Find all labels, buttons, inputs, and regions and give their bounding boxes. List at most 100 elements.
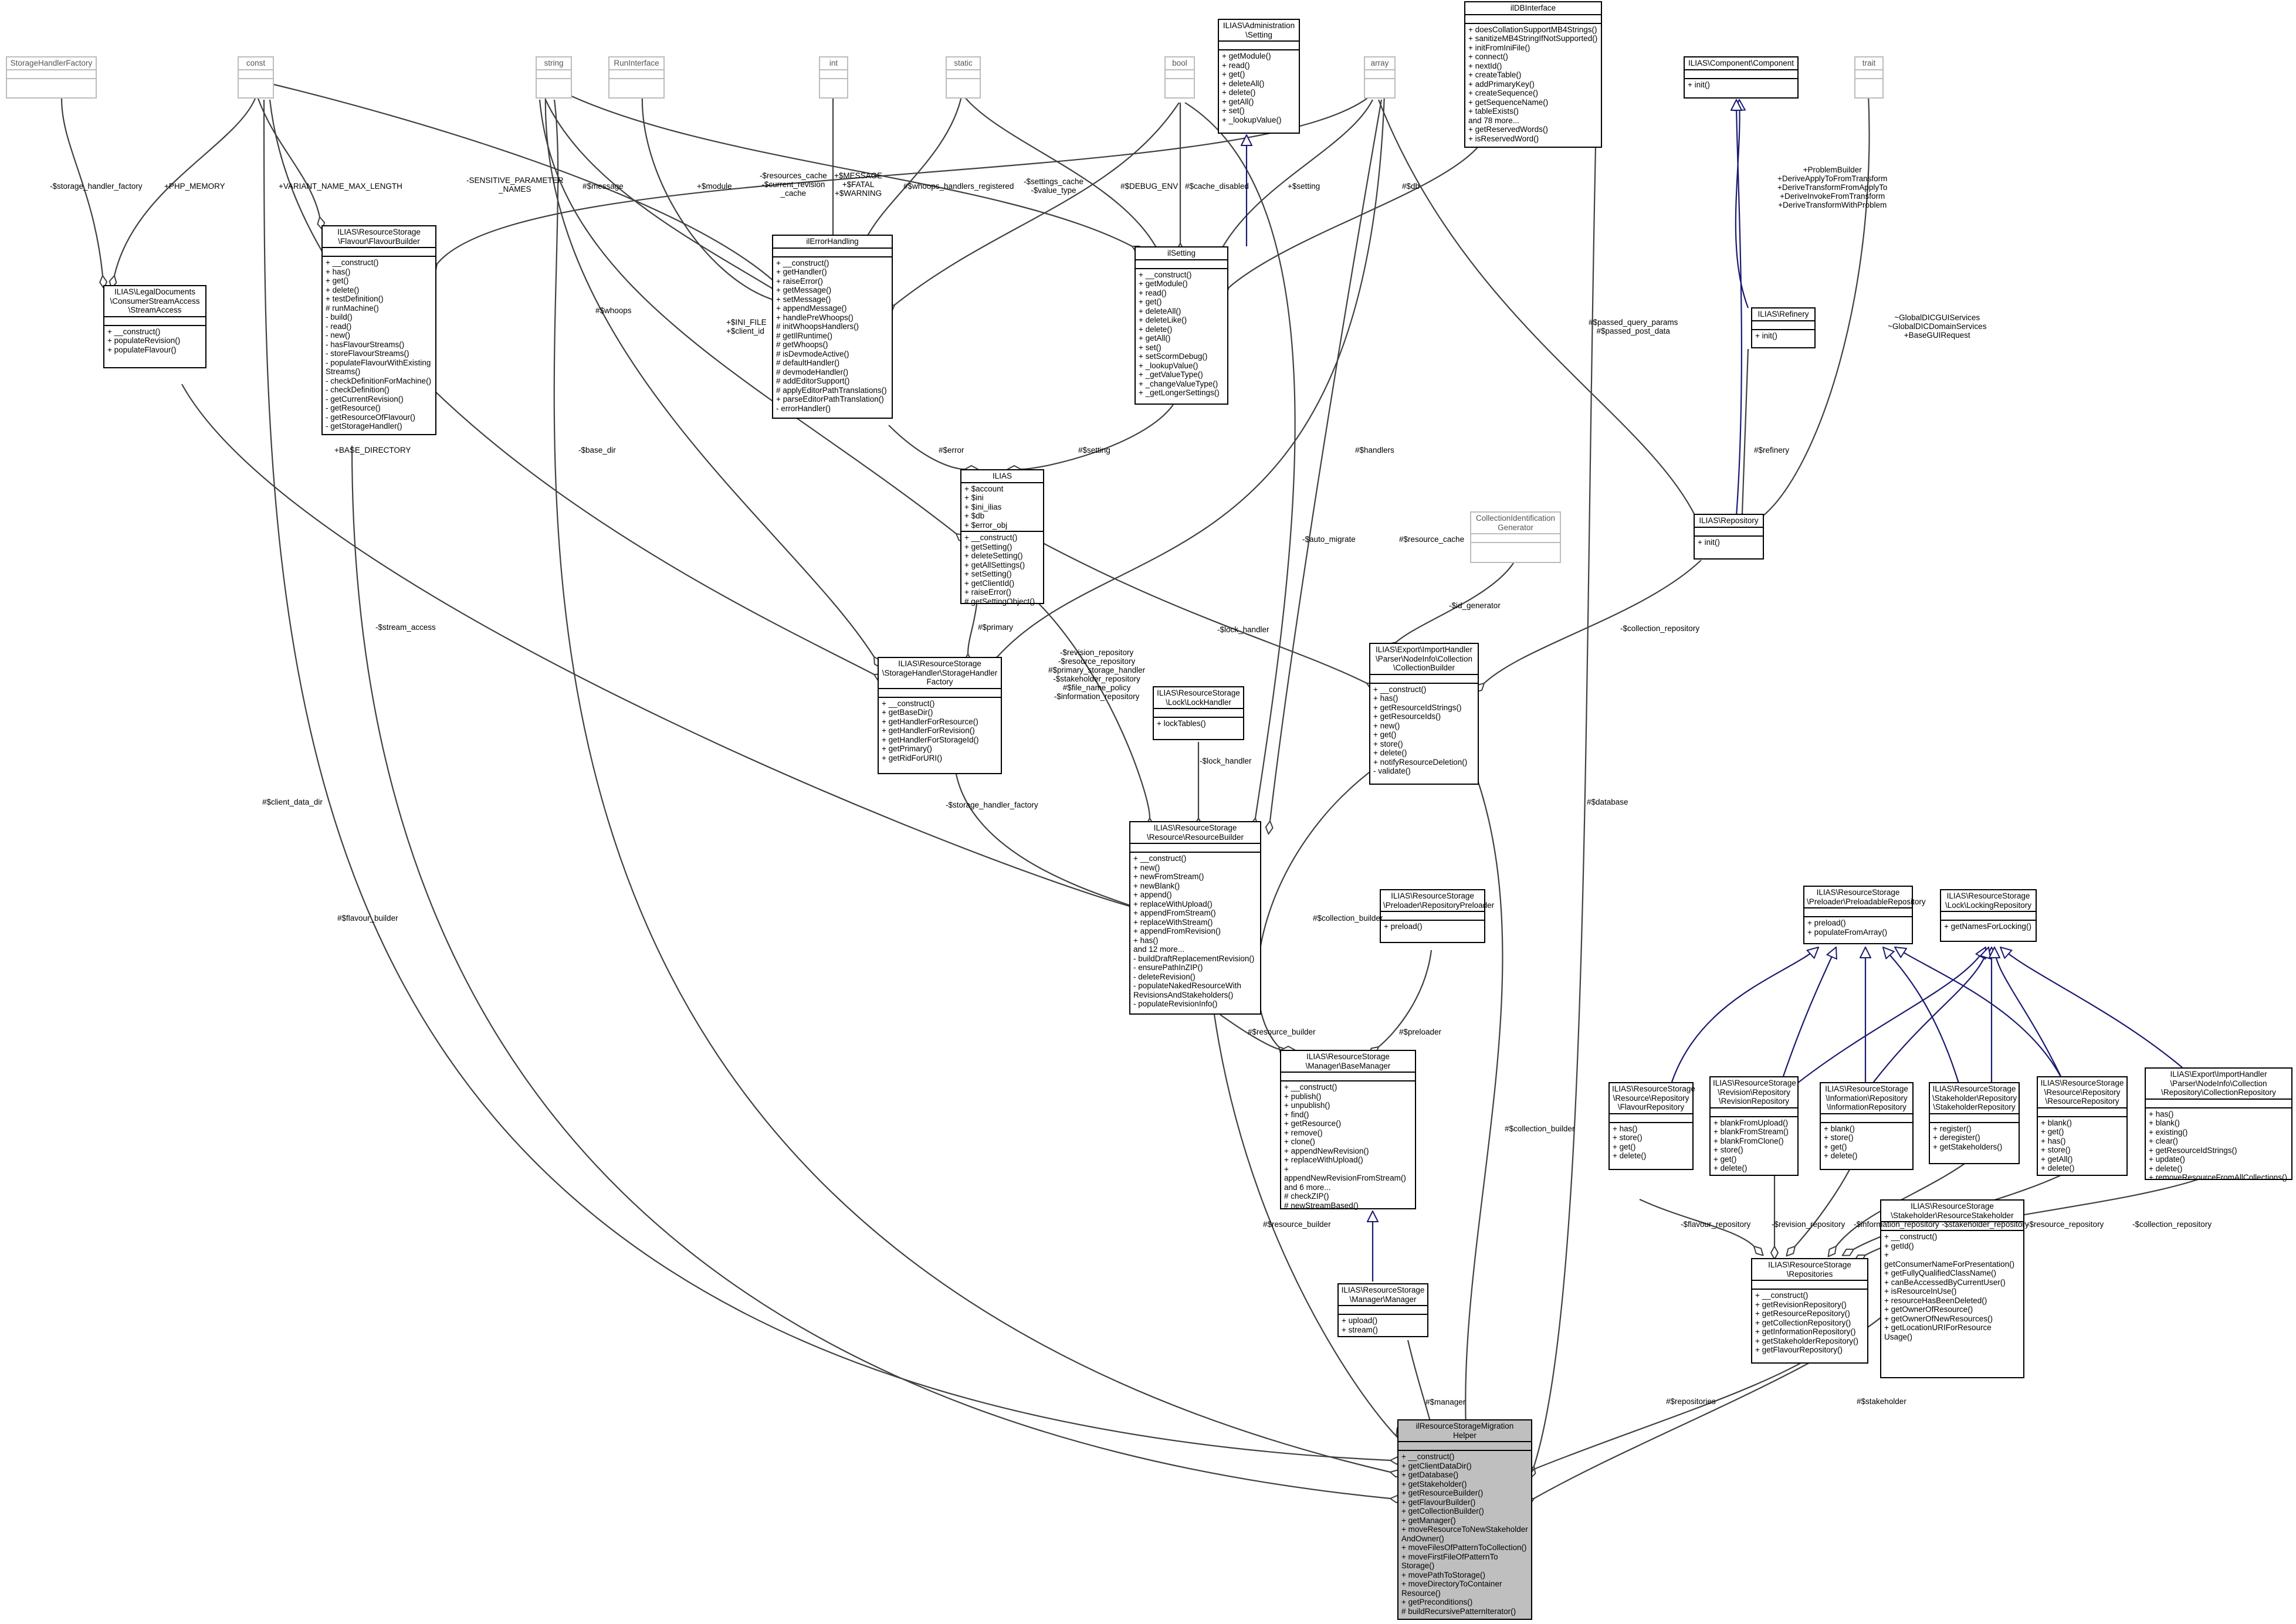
- class-operations: + lockTables(): [1154, 717, 1243, 730]
- collectionbuilder-class[interactable]: ILIAS\Export\ImportHandler \Parser\NodeI…: [1369, 643, 1479, 785]
- class-attributes: [879, 687, 1001, 697]
- class-attributes: [947, 69, 980, 78]
- repositorypreloader-class[interactable]: ILIAS\ResourceStorage \Preloader\Reposit…: [1380, 889, 1494, 943]
- class-attributes: [1804, 907, 1912, 916]
- ildbinterface-class[interactable]: ilDBInterface + doesCollationSupportMB4S…: [1464, 1, 1602, 148]
- edge-label-database: #$database: [1587, 798, 1628, 806]
- edge-label-stakeholder-repository: -$stakeholder_repository: [1942, 1220, 2029, 1229]
- class-title: bool: [1172, 59, 1187, 67]
- class-title: ILIAS\ResourceStorage \Revision\Reposito…: [1713, 1079, 1796, 1106]
- edge-label-setting: +$setting: [1288, 182, 1320, 191]
- edge-bool-errorhandling: [895, 102, 1180, 305]
- edge-ilsetting-ilias: [1021, 404, 1174, 469]
- streamaccess-class[interactable]: ILIAS\LegalDocuments \ConsumerStreamAcce…: [103, 285, 206, 368]
- class-operations: [1166, 77, 1194, 87]
- edge-ilias-shfactory2: [968, 604, 978, 654]
- edge-string-shfactory2: [544, 93, 874, 657]
- class-attributes: [609, 69, 663, 78]
- repository-class[interactable]: ILIAS\Repository + init(): [1694, 514, 1764, 560]
- ilias-class[interactable]: ILIAS + $account + $ini + $ini_ilias + $…: [960, 469, 1044, 606]
- revisionrepository-class[interactable]: ILIAS\ResourceStorage \Revision\Reposito…: [1709, 1076, 1799, 1176]
- resourcestakeholder-class[interactable]: ILIAS\ResourceStorage \Stakeholder\Resou…: [1880, 1199, 2024, 1378]
- class-title: ILIAS\ResourceStorage \Lock\LockHandler: [1157, 689, 1240, 707]
- class-title: ILIAS\ResourceStorage \Manager\BaseManag…: [1305, 1052, 1391, 1070]
- class-attributes: [1821, 1113, 1912, 1122]
- edge-label-ini-file: +$INI_FILE +$client_id: [726, 318, 767, 335]
- class-attributes: [1398, 1441, 1531, 1450]
- class-operations: + __construct() + getRevisionRepository(…: [1752, 1289, 1867, 1356]
- basemanager-class[interactable]: ILIAS\ResourceStorage \Manager\BaseManag…: [1280, 1050, 1416, 1210]
- edge-string-helper: [553, 99, 1390, 1472]
- edge-label-storage-handler-factory-2: -$storage_handler_factory: [946, 801, 1038, 809]
- class-title: array: [1370, 59, 1389, 67]
- edge-dbiface-helper: [1534, 146, 1597, 1466]
- lockhandler-class[interactable]: ILIAS\ResourceStorage \Lock\LockHandler …: [1153, 686, 1244, 740]
- static-class[interactable]: static: [946, 56, 981, 99]
- edge-ilias-collbuilder: [1014, 527, 1367, 683]
- storagehandlerfactory-impl-class[interactable]: ILIAS\ResourceStorage \StorageHandler\St…: [878, 657, 1002, 774]
- edge-label-id-generator: -$id_generator: [1449, 601, 1501, 610]
- trait-class[interactable]: trait: [1854, 56, 1884, 99]
- class-title: ILIAS\Administration \Setting: [1222, 21, 1295, 39]
- manager-class[interactable]: ILIAS\ResourceStorage \Manager\Manager +…: [1337, 1283, 1428, 1337]
- informationrepository-class[interactable]: ILIAS\ResourceStorage \Information\Repos…: [1820, 1082, 1914, 1170]
- lockingrepository-class[interactable]: ILIAS\ResourceStorage \Lock\LockingRepos…: [1940, 889, 2037, 942]
- flavourrepository-class[interactable]: ILIAS\ResourceStorage \Resource\Reposito…: [1608, 1082, 1695, 1170]
- flavourbuilder-class[interactable]: ILIAS\ResourceStorage \Flavour\FlavourBu…: [321, 225, 436, 435]
- edge-flavourrepo-repositories: [1639, 1199, 1754, 1246]
- class-attributes: [7, 69, 96, 78]
- int-class[interactable]: int: [819, 56, 848, 99]
- class-operations: + blank() + store() + get() + delete(): [1821, 1121, 1912, 1162]
- class-attributes: [1281, 1072, 1415, 1080]
- edge-collbuilder-basemanager: [1257, 765, 1379, 1047]
- class-attributes: [1752, 320, 1814, 329]
- class-operations: + doesCollationSupportMB4Strings() + san…: [1465, 22, 1601, 145]
- storagehandlerfactory-class[interactable]: StorageHandlerFactory: [6, 56, 97, 99]
- class-attributes: [1465, 13, 1601, 23]
- class-title: ILIAS\ResourceStorage \Information\Repos…: [1825, 1084, 1908, 1111]
- component-class[interactable]: ILIAS\Component\Component + init(): [1684, 56, 1799, 99]
- preloadablerepository-class[interactable]: ILIAS\ResourceStorage \Preloader\Preload…: [1803, 886, 1926, 944]
- edge-label-fatal: +$MESSAGE +$FATAL +$WARNING: [834, 171, 883, 198]
- edge-label-manager: #$manager: [1425, 1398, 1466, 1406]
- edge-bool-resbuilder: [1184, 102, 1296, 818]
- class-title: trait: [1862, 59, 1876, 67]
- edge-label-repositories: #$repositories: [1666, 1397, 1716, 1406]
- stakeholderrepository-class[interactable]: ILIAS\ResourceStorage \Stakeholder\Repos…: [1929, 1082, 2020, 1164]
- class-title: ilResourceStorageMigration Helper: [1415, 1422, 1514, 1440]
- edge-label-php-memory: +PHP_MEMORY: [164, 182, 225, 191]
- edge-label-preloader: #$preloader: [1399, 1028, 1442, 1036]
- const-class[interactable]: const: [238, 56, 274, 99]
- collectionidentificationgenerator-class[interactable]: CollectionIdentification Generator: [1470, 511, 1561, 563]
- class-operations: [239, 77, 273, 87]
- class-attributes: [1881, 1221, 2023, 1230]
- array-class[interactable]: array: [1364, 56, 1396, 99]
- ilerrorhandling-class[interactable]: ilErrorHandling + __construct() + getHan…: [772, 235, 893, 419]
- resourcebuilder-class[interactable]: ILIAS\ResourceStorage \Resource\Resource…: [1129, 821, 1261, 1015]
- class-title: ILIAS\LegalDocuments \ConsumerStreamAcce…: [110, 287, 200, 314]
- class-title: ILIAS\ResourceStorage \Stakeholder\Repos…: [1932, 1084, 2017, 1111]
- repositories-class[interactable]: ILIAS\ResourceStorage \Repositories + __…: [1751, 1258, 1868, 1364]
- edge-array-repository: [1377, 99, 1695, 516]
- class-title: ILIAS\Export\ImportHandler \Parser\NodeI…: [1375, 645, 1473, 672]
- runinterface-class[interactable]: RunInterface: [608, 56, 665, 99]
- edge-static-errorhandling: [868, 93, 963, 235]
- edge-label-whoops-registered: #$whoops_handlers_registered: [903, 182, 1014, 191]
- class-operations: [1471, 542, 1560, 551]
- ilsetting-class[interactable]: ilSetting + __construct() + getModule() …: [1135, 246, 1228, 405]
- edge-const-helper: [263, 99, 1390, 1460]
- collectionrepository-class[interactable]: ILIAS\Export\ImportHandler \Parser\NodeI…: [2145, 1067, 2292, 1182]
- refinery-class[interactable]: ILIAS\Refinery + init(): [1751, 307, 1816, 348]
- class-operations: [947, 77, 980, 87]
- class-operations: + getModule() + read() + get() + deleteA…: [1219, 49, 1299, 126]
- class-title: ILIAS: [992, 472, 1012, 480]
- resourcerepository-class[interactable]: ILIAS\ResourceStorage \Resource\Reposito…: [2037, 1076, 2128, 1176]
- migrationhelper-class[interactable]: ilResourceStorageMigration Helper + __co…: [1397, 1419, 1532, 1620]
- edge-label-settings-cache: -$settings_cache -$value_type: [1024, 177, 1084, 195]
- bool-class[interactable]: bool: [1164, 56, 1195, 99]
- administration-setting-class[interactable]: ILIAS\Administration \Setting + getModul…: [1218, 19, 1300, 134]
- string-class[interactable]: string: [536, 56, 572, 99]
- class-title: ILIAS\ResourceStorage \Lock\LockingRepos…: [1945, 891, 2032, 910]
- class-operations: + __construct() + getId() + getConsumerN…: [1881, 1230, 2023, 1342]
